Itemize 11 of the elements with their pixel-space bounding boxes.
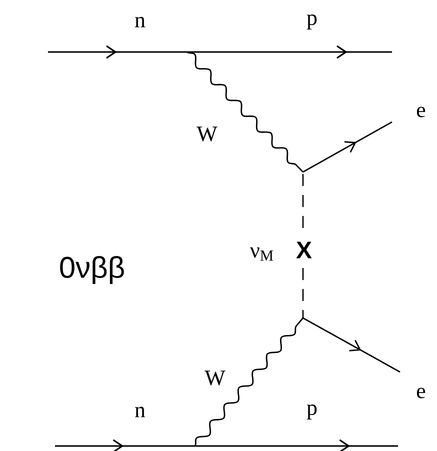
cross-mark: X [296, 242, 312, 258]
particle-label: W [204, 370, 226, 386]
particle-label: e [416, 106, 426, 118]
particle-label: p [306, 404, 317, 420]
particle-label: p [306, 14, 317, 30]
particle-label: e [416, 388, 426, 398]
particle-label: W [196, 126, 218, 142]
particle-label: n [135, 406, 146, 418]
particle-label: n [135, 16, 146, 28]
process-label: 0νββ [60, 256, 124, 284]
particle-label: ν$_{M}$ [250, 247, 274, 261]
